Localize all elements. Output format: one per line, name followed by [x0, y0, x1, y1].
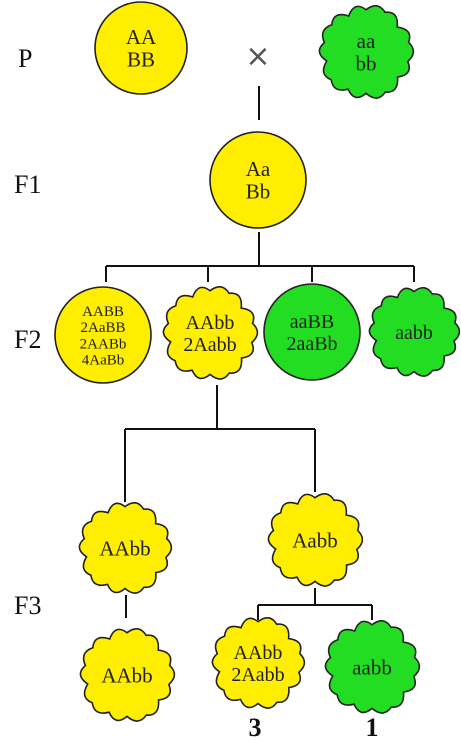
- genotype-label: AAbb: [234, 642, 283, 664]
- seed-f2-4: aabb: [368, 287, 461, 377]
- genotype-label: AABB: [82, 304, 124, 320]
- genotype-label: 4AaBb: [82, 353, 125, 369]
- seed-p-green: aabb: [318, 5, 415, 99]
- seed-f3-right-child-2: aabb: [324, 620, 421, 714]
- round-seed-shape: [263, 283, 361, 381]
- seed-f3-left-child: AAbb: [79, 628, 176, 722]
- genotype-label: Aa: [246, 157, 271, 181]
- seed-f3-right-parent: Aabb: [267, 493, 364, 587]
- round-seed-shape: [54, 286, 152, 384]
- wrinkled-seed-shape: [368, 287, 461, 377]
- pedigree-lines: [105, 86, 415, 620]
- wrinkled-seed-shape: [318, 5, 415, 99]
- ratio-count-yellow: 3: [249, 713, 262, 740]
- round-seed-shape: [209, 131, 307, 229]
- wrinkled-seed-shape: [211, 617, 306, 709]
- genotype-label: aa: [357, 29, 376, 53]
- seed-f3-left-parent: AAbb: [78, 502, 173, 594]
- genotype-label: AAbb: [186, 312, 235, 334]
- genotype-label: 2AaBB: [81, 320, 126, 336]
- genotype-label: AAbb: [101, 663, 152, 687]
- genotype-label: 2Aabb: [231, 664, 284, 686]
- ratio-count-green: 1: [366, 713, 379, 740]
- wrinkled-seed-shape: [324, 620, 421, 714]
- genotype-label: 2aaBb: [286, 333, 337, 355]
- genotype-label: AAbb: [99, 536, 150, 560]
- genotype-label: AA: [126, 25, 157, 49]
- genotype-label: aaBB: [290, 311, 334, 333]
- genotype-label: BB: [127, 48, 155, 72]
- seed-p-yellow: AABB: [94, 1, 188, 95]
- wrinkled-seed-shape: [267, 493, 364, 587]
- genotype-label: 2Aabb: [183, 334, 236, 356]
- generation-label-f2: F2: [14, 325, 41, 354]
- generation-label-p: P: [18, 44, 32, 73]
- genotype-label: aabb: [395, 322, 433, 344]
- wrinkled-seed-shape: [79, 628, 176, 722]
- wrinkled-seed-shape: [78, 502, 173, 594]
- genotype-label: bb: [356, 52, 377, 76]
- generation-label-f3: F3: [14, 591, 41, 620]
- cross-symbol: ×: [245, 39, 270, 74]
- seed-f1: AaBb: [209, 131, 307, 229]
- wrinkled-seed-shape: [162, 286, 259, 380]
- genotype-label: Bb: [246, 180, 271, 204]
- genotype-label: aabb: [352, 655, 392, 679]
- generation-label-f1: F1: [14, 170, 41, 199]
- genotype-label: 2AABb: [80, 336, 127, 352]
- round-seed-shape: [94, 1, 188, 95]
- genotype-label: Aabb: [292, 528, 338, 552]
